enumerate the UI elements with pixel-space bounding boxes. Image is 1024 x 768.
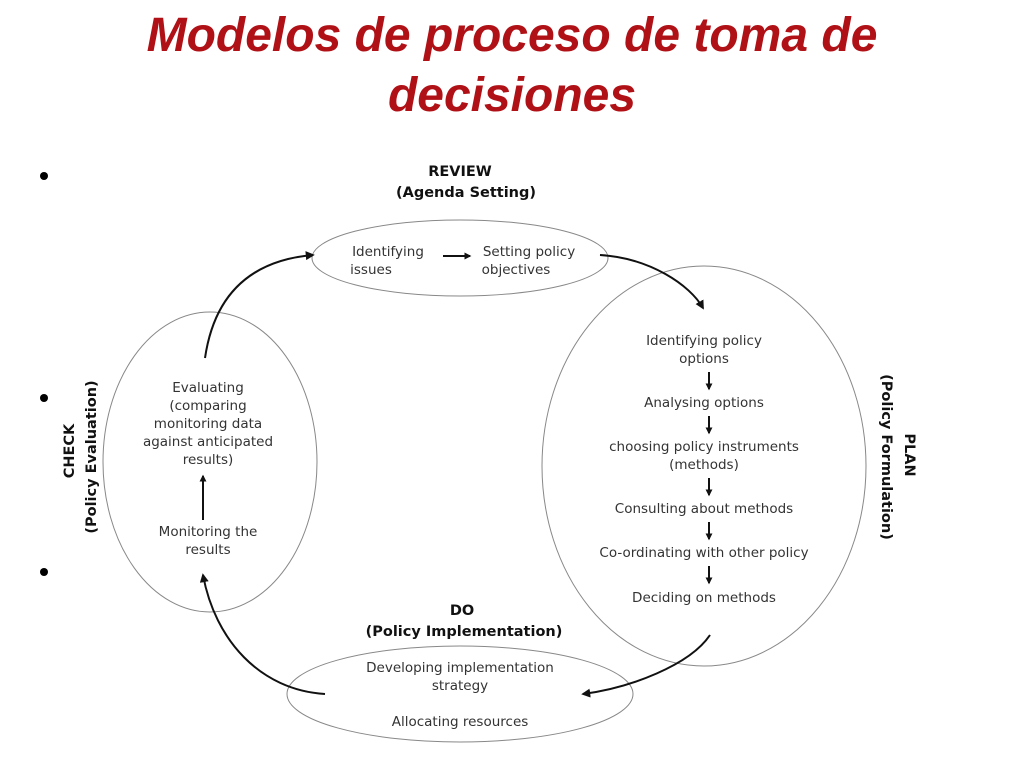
- check-monitor-line-2: results: [185, 542, 230, 558]
- arrow-plan-to-do: [581, 634, 711, 698]
- review-subheader: (Agenda Setting): [396, 185, 536, 201]
- review-step-1-line-1: Identifying: [352, 244, 424, 260]
- do-step-1-line-1: Developing implementation: [366, 660, 554, 676]
- review-header: REVIEW: [428, 164, 492, 180]
- check-monitor-line-1: Monitoring the: [159, 524, 258, 540]
- plan-step-3-line-1: choosing policy instruments: [609, 439, 799, 455]
- do-step-2: Allocating resources: [392, 714, 529, 730]
- arrow-do-to-check: [199, 573, 326, 695]
- check-eval-line-5: results): [183, 452, 234, 468]
- check-eval-line-4: against anticipated: [143, 434, 273, 450]
- check-header: CHECK: [62, 423, 78, 478]
- arrow-check-to-review: [204, 251, 315, 359]
- review-step-2-line-1: Setting policy: [483, 244, 575, 260]
- plan-header: PLAN: [901, 433, 917, 476]
- bullet-1: [40, 172, 48, 180]
- do-ellipse: [286, 645, 634, 743]
- plan-step-4: Consulting about methods: [615, 501, 793, 517]
- arrow-review-to-plan: [599, 254, 704, 310]
- check-eval-line-2: (comparing: [169, 398, 246, 414]
- bullet-3: [40, 568, 48, 576]
- plan-ellipse: [541, 265, 867, 667]
- check-eval-line-3: monitoring data: [154, 416, 262, 432]
- plan-step-5: Co-ordinating with other policy: [599, 545, 808, 561]
- plan-step-6: Deciding on methods: [632, 590, 776, 606]
- plan-step-3-line-2: (methods): [669, 457, 739, 473]
- bullet-2: [40, 394, 48, 402]
- plan-step-2: Analysing options: [644, 395, 764, 411]
- plan-step-1-line-2: options: [679, 351, 729, 367]
- do-step-1-line-2: strategy: [432, 678, 488, 694]
- plan-subheader: (Policy Formulation): [878, 374, 894, 540]
- check-eval-line-1: Evaluating: [172, 380, 244, 396]
- title-line-2: decisiones: [387, 69, 637, 122]
- check-ellipse: [102, 311, 318, 613]
- page-title: Modelos de proceso de toma de decisiones: [0, 6, 1024, 126]
- do-subheader: (Policy Implementation): [366, 624, 563, 640]
- plan-step-1-line-1: Identifying policy: [646, 333, 762, 349]
- do-header: DO: [450, 603, 474, 619]
- title-line-1: Modelos de proceso de toma de: [146, 9, 878, 62]
- check-subheader: (Policy Evaluation): [84, 380, 100, 533]
- review-step-1-line-2: issues: [350, 262, 392, 278]
- review-step-2-line-2: objectives: [482, 262, 551, 278]
